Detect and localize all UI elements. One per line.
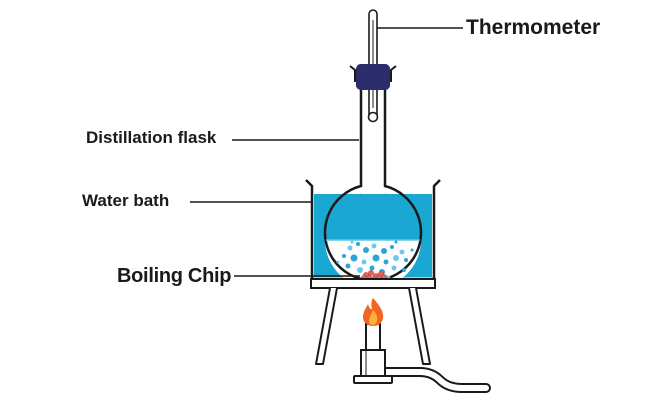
bubble: [383, 259, 389, 265]
tripod-stand: [310, 278, 436, 365]
flame-icon: [363, 298, 384, 326]
bubble: [357, 267, 363, 273]
bubble: [336, 260, 340, 264]
bubble: [394, 240, 398, 244]
label-boiling-chip: Boiling Chip: [117, 265, 232, 287]
bubble: [390, 245, 394, 249]
bubble: [369, 265, 375, 271]
bubble: [342, 254, 346, 258]
bubble: [391, 265, 397, 271]
flask-upper-water: [325, 192, 421, 240]
boiling-chip-piece: [368, 270, 374, 276]
label-water-bath: Water bath: [82, 191, 170, 210]
label-thermometer: Thermometer: [466, 16, 601, 39]
bubble: [347, 245, 353, 251]
bubble: [345, 263, 351, 269]
bubble: [393, 255, 399, 261]
bubble: [402, 268, 406, 272]
bubble: [363, 247, 369, 253]
leader-lines: [190, 27, 463, 277]
bubble: [372, 254, 380, 262]
bubble: [350, 254, 358, 262]
bubble: [350, 240, 354, 244]
bubble: [399, 249, 405, 255]
bubble: [356, 242, 360, 246]
bubble: [381, 248, 387, 254]
bunsen-burner: [353, 298, 491, 393]
bubble: [371, 243, 377, 249]
bubble: [410, 248, 414, 252]
bubble: [404, 258, 408, 262]
bubble: [361, 259, 367, 265]
label-distillation-flask: Distillation flask: [86, 128, 217, 147]
